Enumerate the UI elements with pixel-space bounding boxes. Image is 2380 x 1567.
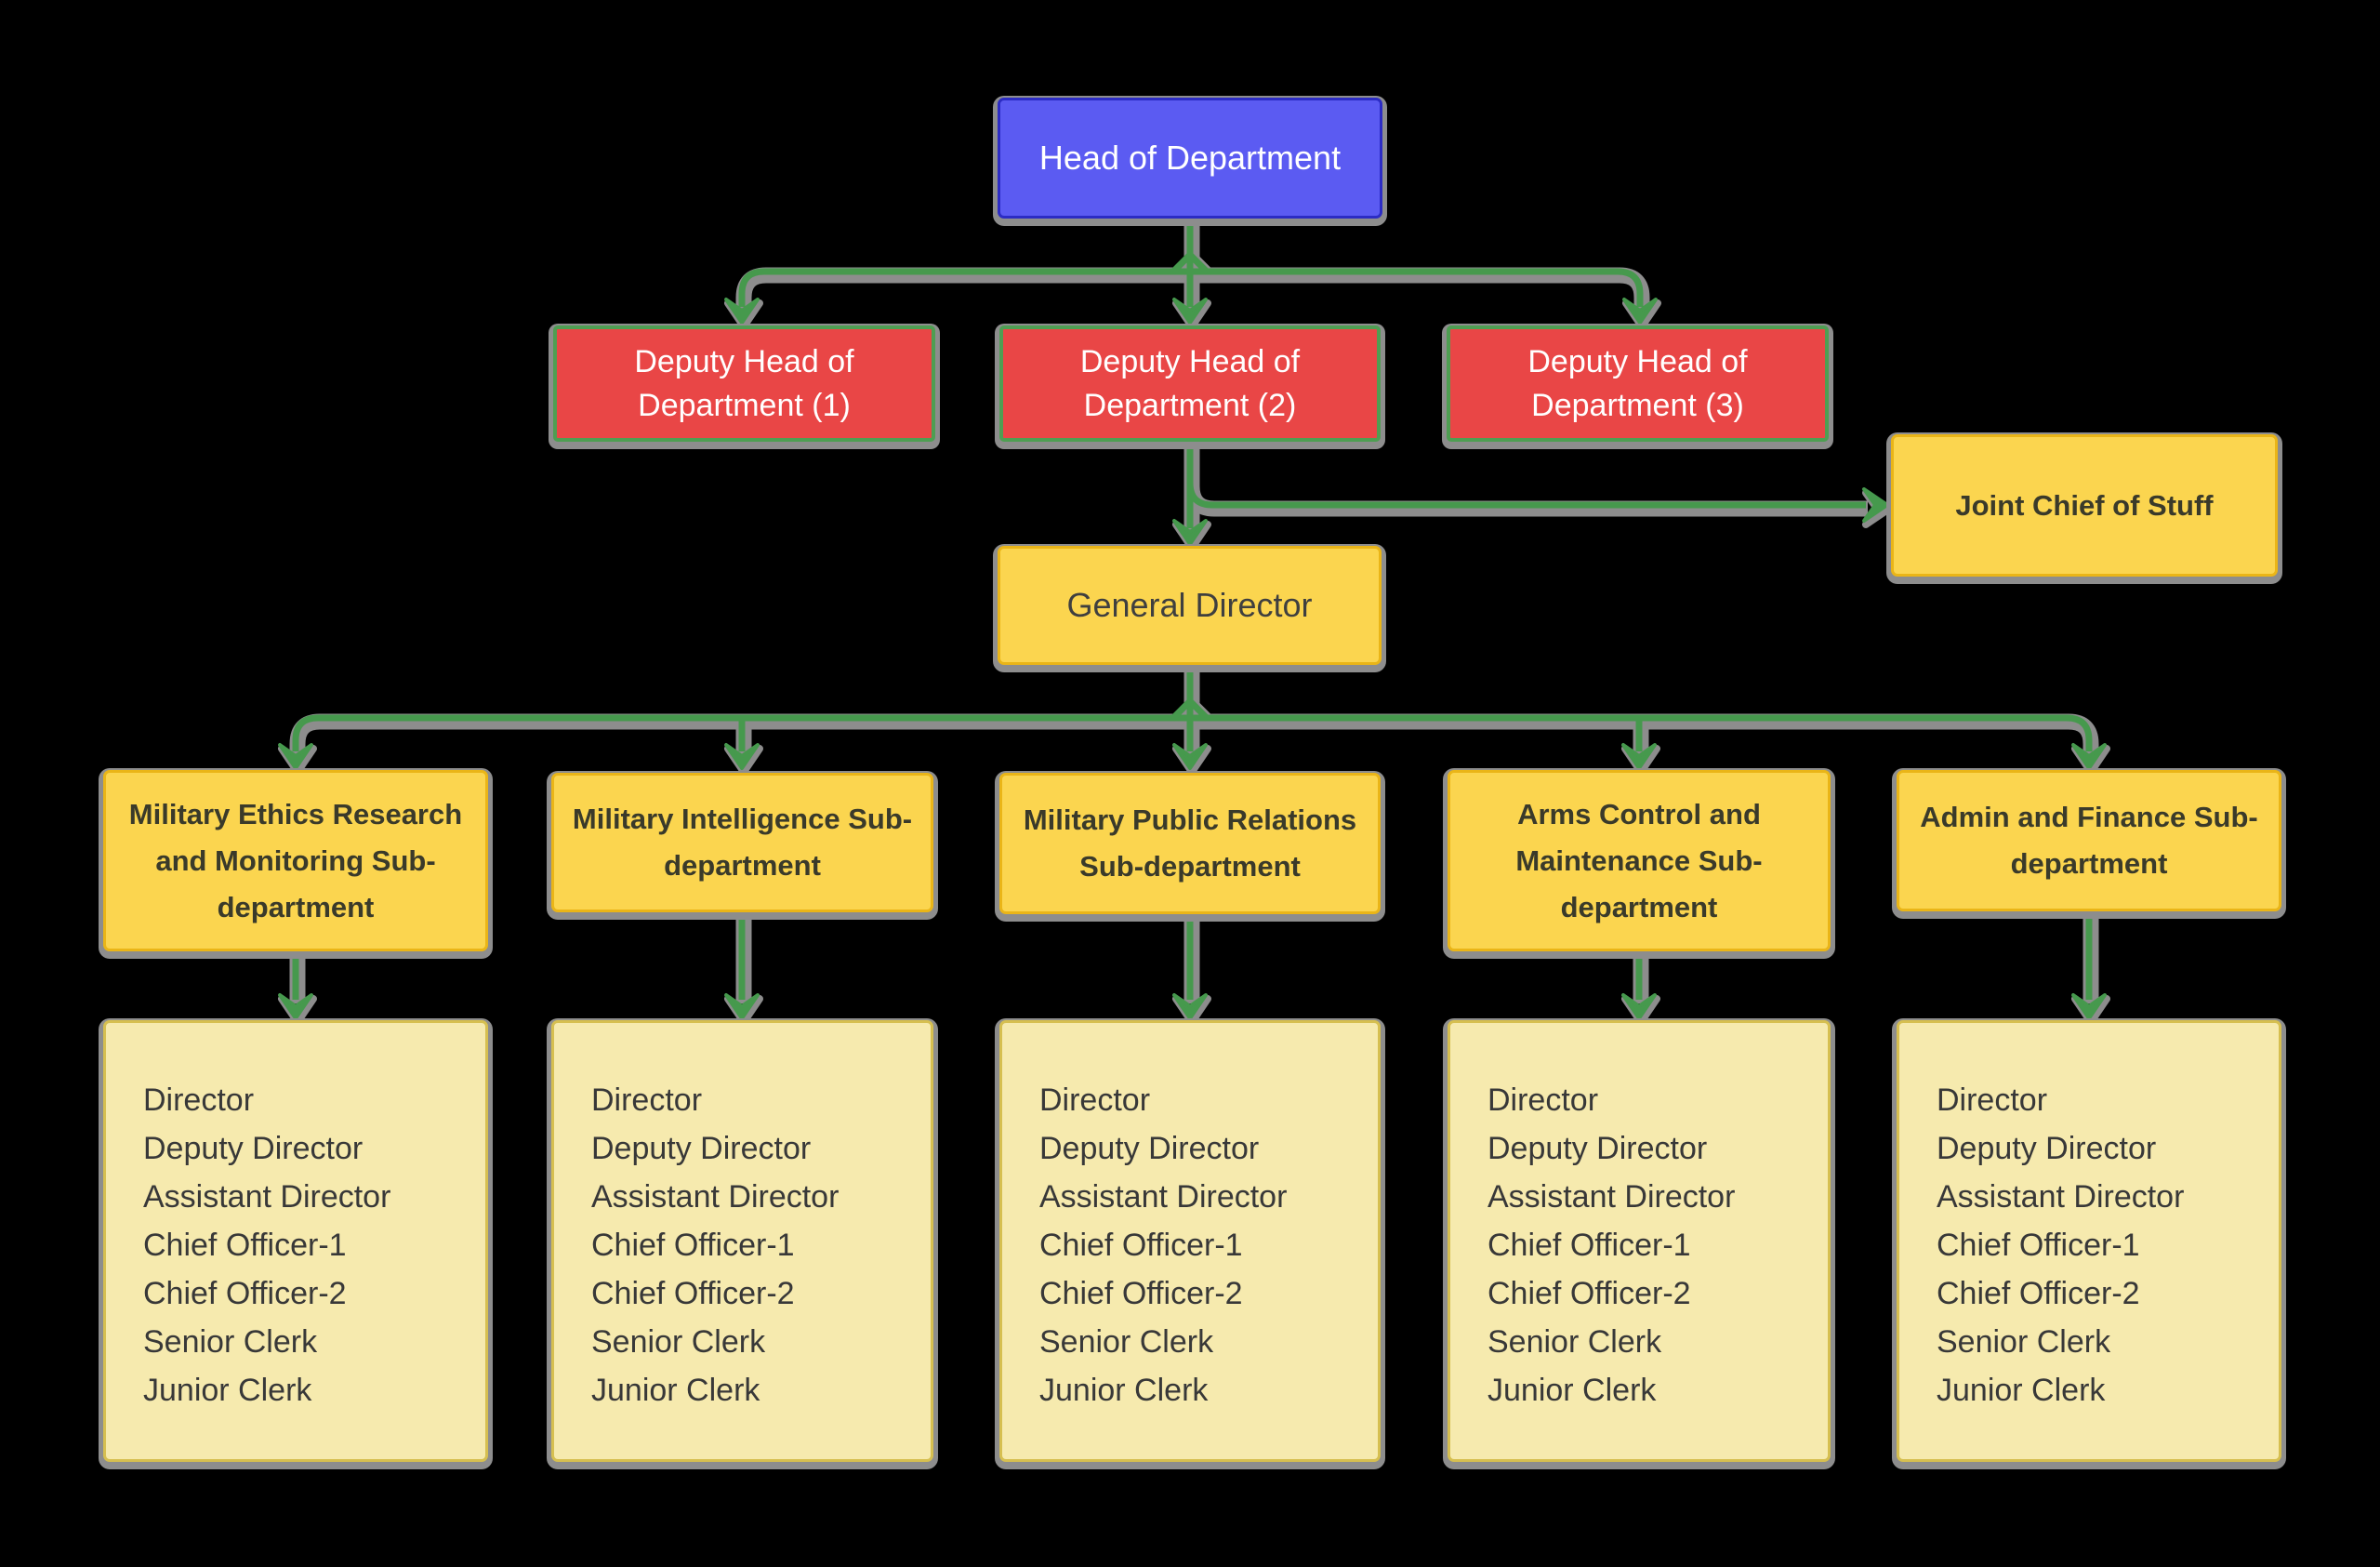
- arrowhead-general-director: [1172, 519, 1208, 546]
- node-staff-list-5[interactable]: Director Deputy Director Assistant Direc…: [1897, 1020, 2281, 1462]
- list-item: Chief Officer-2: [1488, 1276, 1691, 1311]
- node-staff-list-2[interactable]: Director Deputy Director Assistant Direc…: [551, 1020, 933, 1462]
- list-item: Chief Officer-2: [1039, 1276, 1243, 1311]
- list-item: Assistant Director: [1488, 1179, 1736, 1215]
- node-deputy-2[interactable]: Deputy Head of Department (2): [999, 325, 1381, 442]
- arrowhead-sub4: [1621, 743, 1657, 770]
- list-item: Deputy Director: [143, 1131, 364, 1166]
- arrowhead-deputy2: [1172, 298, 1208, 325]
- list-item: Junior Clerk: [1488, 1373, 1657, 1408]
- node-staff-list-1[interactable]: Director Deputy Director Assistant Direc…: [103, 1020, 488, 1462]
- list-item: Junior Clerk: [1039, 1373, 1209, 1408]
- list-item: Junior Clerk: [591, 1373, 760, 1408]
- node-subdept-military-ethics[interactable]: Military Ethics Research and Monitoring …: [103, 770, 488, 951]
- list-item: Deputy Director: [1488, 1131, 1708, 1166]
- connectors: [278, 220, 2107, 1020]
- arrowhead-deputy3: [1622, 298, 1658, 325]
- node-label: General Director: [1066, 586, 1313, 624]
- node-label: Arms Control and Maintenance Sub- depart…: [1515, 797, 1763, 923]
- list-item: Director: [1488, 1082, 1599, 1118]
- list-item: Director: [1937, 1082, 2048, 1118]
- list-item: Senior Clerk: [1937, 1324, 2111, 1360]
- list-item: Assistant Director: [591, 1179, 840, 1215]
- list-item: Senior Clerk: [1039, 1324, 1214, 1360]
- arrowhead-sub2: [724, 743, 760, 770]
- node-label: Deputy Head of Department (2): [1079, 343, 1301, 423]
- list-item: Chief Officer-2: [143, 1276, 347, 1311]
- list-item: Senior Clerk: [143, 1324, 318, 1360]
- node-staff-list-3[interactable]: Director Deputy Director Assistant Direc…: [999, 1020, 1381, 1462]
- list-item: Assistant Director: [1039, 1179, 1288, 1215]
- up-chevron-gd-junction: [1170, 697, 1210, 722]
- arrowhead-deputy1: [724, 298, 760, 325]
- list-item: Assistant Director: [143, 1179, 391, 1215]
- node-deputy-1[interactable]: Deputy Head of Department (1): [553, 325, 935, 442]
- node-subdept-admin-finance[interactable]: Admin and Finance Sub- department: [1897, 770, 2281, 911]
- list-item: Chief Officer-1: [1488, 1228, 1691, 1263]
- list-item: Chief Officer-1: [143, 1228, 347, 1263]
- node-general-director[interactable]: General Director: [998, 546, 1382, 665]
- list-item: Junior Clerk: [1937, 1373, 2106, 1408]
- node-staff-list-4[interactable]: Director Deputy Director Assistant Direc…: [1448, 1020, 1831, 1462]
- node-label: Admin and Finance Sub- department: [1920, 801, 2258, 880]
- edge-branch-joint-chief: [1186, 482, 1866, 509]
- list-item: Deputy Director: [1937, 1131, 2157, 1166]
- node-label: Military Ethics Research and Monitoring …: [128, 797, 463, 923]
- node-joint-chief[interactable]: Joint Chief of Stuff: [1891, 434, 2278, 577]
- node-label: Deputy Head of Department (1): [634, 343, 854, 423]
- list-item: Chief Officer-1: [1937, 1228, 2140, 1263]
- node-label: Joint Chief of Stuff: [1955, 488, 2214, 522]
- arrowhead-list3: [1172, 993, 1208, 1020]
- list-item: Chief Officer-1: [591, 1228, 795, 1263]
- list-item: Chief Officer-1: [1039, 1228, 1243, 1263]
- up-chevron-top-junction: [1170, 251, 1210, 275]
- node-subdept-public-relations[interactable]: Military Public Relations Sub-department: [999, 773, 1381, 914]
- node-subdept-arms-control[interactable]: Arms Control and Maintenance Sub- depart…: [1448, 770, 1831, 951]
- arrowhead-list4: [1621, 993, 1657, 1020]
- arrowhead-sub3: [1172, 743, 1208, 770]
- list-item: Senior Clerk: [591, 1324, 766, 1360]
- list-item: Assistant Director: [1937, 1179, 2185, 1215]
- list-item: Director: [591, 1082, 703, 1118]
- node-deputy-3[interactable]: Deputy Head of Department (3): [1447, 325, 1829, 442]
- node-subdept-military-intelligence[interactable]: Military Intelligence Sub- department: [551, 773, 933, 912]
- list-item: Director: [143, 1082, 255, 1118]
- node-label: Head of Department: [1038, 139, 1342, 177]
- node-head-of-department[interactable]: Head of Department: [998, 98, 1382, 219]
- list-item: Deputy Director: [1039, 1131, 1260, 1166]
- list-item: Director: [1039, 1082, 1151, 1118]
- arrowhead-list5: [2071, 993, 2107, 1020]
- node-label: Deputy Head of Department (3): [1527, 343, 1748, 423]
- edge-subdept-rail: [292, 714, 2093, 751]
- list-item: Deputy Director: [591, 1131, 812, 1166]
- arrowhead-sub5: [2071, 743, 2107, 770]
- arrowhead-joint-chief: [1862, 487, 1889, 523]
- list-item: Senior Clerk: [1488, 1324, 1662, 1360]
- list-item: Chief Officer-2: [1937, 1276, 2140, 1311]
- edge-deputy-rail: [738, 268, 1644, 307]
- list-item: Chief Officer-2: [591, 1276, 795, 1311]
- node-label: Military Public Relations Sub-department: [1023, 803, 1357, 883]
- arrowhead-list2: [724, 993, 760, 1020]
- list-item: Junior Clerk: [143, 1373, 312, 1408]
- arrowhead-sub1: [278, 743, 313, 770]
- arrowhead-list1: [278, 993, 313, 1020]
- node-label: Military Intelligence Sub- department: [572, 803, 913, 882]
